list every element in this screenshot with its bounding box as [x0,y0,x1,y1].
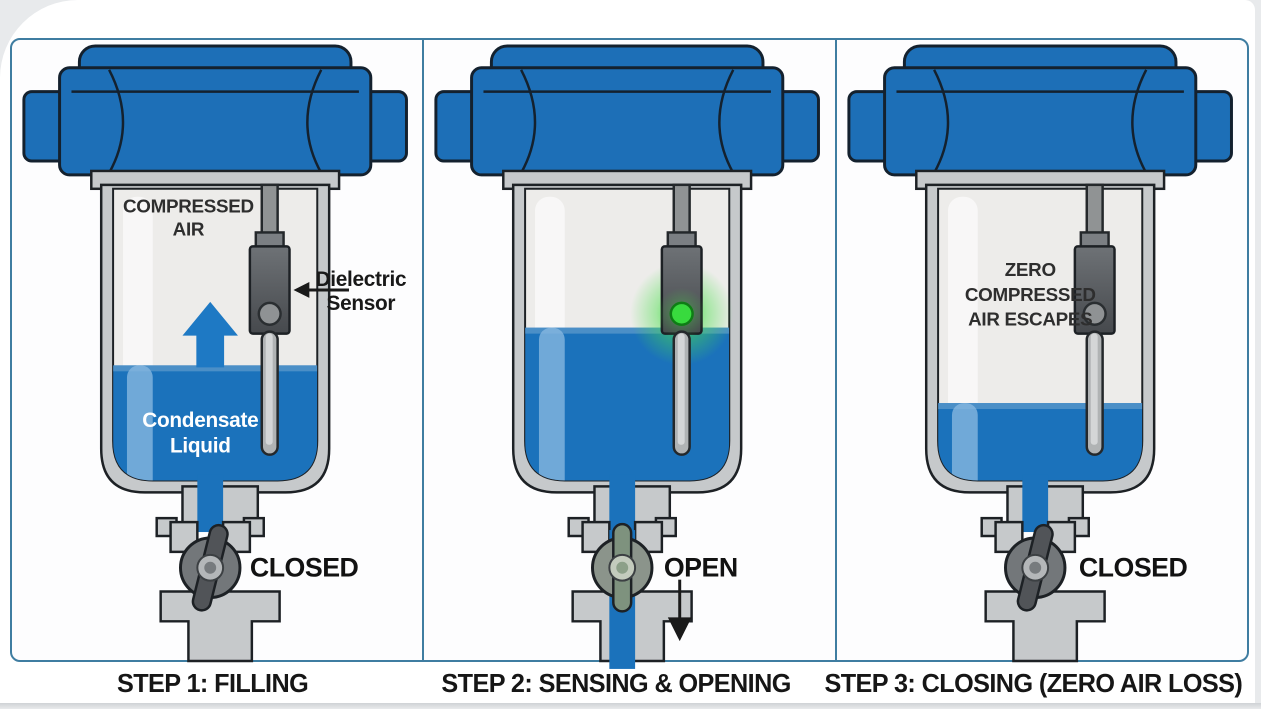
blue-cap [434,44,821,177]
dielectric-sensor [630,183,734,456]
panel-step-3-closing: ZERO COMPRESSED AIR ESCAPES CLOSED [837,40,1247,663]
neck-liquid [609,474,636,533]
condensate-drain-diagram-sensing: OPEN [434,44,821,669]
valve-state-label: OPEN [664,553,738,583]
condensate-liquid-label-line2: Liquid [170,435,231,458]
valve-state-label: CLOSED [250,553,359,583]
condensate-liquid [113,365,318,481]
sensor-light [1082,301,1107,326]
caption-cell-3: STEP 3: CLOSING (ZERO AIR LOSS) [818,663,1249,703]
outlet-fitting [159,590,281,663]
caption-cell-1: STEP 1: FILLING [10,663,414,703]
zero-air-label-line3: AIR ESCAPES [968,309,1092,330]
blue-cap [22,44,408,177]
three-step-panels: COMPRESSED AIR Dielectric Sensor Condens… [10,38,1249,669]
drain-direction-arrow-head [668,617,692,642]
panel-step-2-sensing-opening: OPEN [422,40,837,669]
dielectric-sensor [248,183,291,456]
zero-air-label-line2: COMPRESSED [964,284,1095,305]
sensor-light [257,301,282,326]
ball-valve [179,523,242,612]
dielectric-sensor-label-line1: Dielectric [316,268,407,291]
neck-liquid [1021,474,1048,533]
condensate-liquid [937,403,1142,481]
dielectric-sensor [1073,183,1116,456]
panel-step-1-filling: COMPRESSED AIR Dielectric Sensor Condens… [12,40,422,663]
step-2-caption: STEP 2: SENSING & OPENING [441,667,792,698]
drain-flange [980,516,1090,554]
blue-cap [847,44,1233,177]
zero-air-label-line1: ZERO [1004,259,1055,280]
step-1-caption: STEP 1: FILLING [116,667,308,698]
caption-cell-2: STEP 2: SENSING & OPENING [414,663,818,703]
dielectric-sensor-label-line2: Sensor [327,292,396,315]
condensate-drain-diagram-closing: ZERO COMPRESSED AIR ESCAPES CLOSED [847,44,1233,663]
compressed-air-label-line1: COMPRESSED [123,196,254,217]
step-3-caption: STEP 3: CLOSING (ZERO AIR LOSS) [824,667,1243,698]
condensate-liquid-label-line1: Condensate [142,409,258,432]
ball-valve [1003,523,1067,612]
condensate-drain-diagram-filling: COMPRESSED AIR Dielectric Sensor Condens… [22,44,408,663]
neck-liquid [197,474,224,533]
ball-valve [591,522,654,613]
bottom-edge-strip [0,703,1261,709]
callout-arrow-head [293,282,310,298]
outlet-fitting [984,590,1106,663]
compressed-air-label-line2: AIR [173,218,205,239]
valve-state-label: CLOSED [1078,553,1187,583]
sensor-light [669,301,695,326]
step-captions-row: STEP 1: FILLING STEP 2: SENSING & OPENIN… [10,663,1249,703]
